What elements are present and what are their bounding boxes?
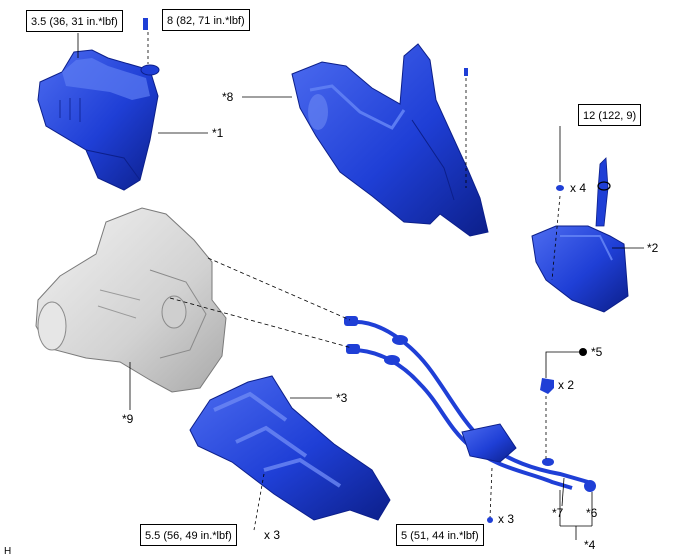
callout-1: *1 [212, 126, 224, 140]
qty-insulator-bolts: x 3 [264, 528, 281, 542]
marker-dot [579, 348, 587, 356]
shift-nut-line [551, 195, 561, 281]
callout-4: *4 [584, 538, 596, 552]
console-cover-part [291, 43, 489, 237]
callout-6: *6 [586, 506, 598, 520]
shift-lever-part [531, 157, 629, 313]
transmission-part [35, 207, 227, 393]
clamp-bolt-line [489, 467, 493, 519]
callout-8: *8 [222, 90, 234, 104]
torque-box-cable-clamp: 5 (51, 44 in.*lbf) [396, 524, 484, 546]
shift-nut [556, 185, 564, 191]
air-cleaner-part [37, 49, 159, 191]
qty-shift-nuts: x 4 [570, 181, 587, 195]
callout-7: *7 [552, 506, 564, 520]
cable-clip-part [540, 378, 554, 394]
heat-insulator-part [189, 375, 391, 521]
qty-clamp-bolts: x 3 [498, 512, 515, 526]
callout-2: *2 [647, 241, 659, 255]
figure-code: H [4, 546, 12, 557]
shift-cable-part [344, 316, 596, 492]
torque-box-heat-insulator: 5.5 (56, 49 in.*lbf) [140, 524, 237, 546]
console-screw [464, 68, 468, 76]
clamp-bolt [487, 517, 493, 523]
torque-box-air-cleaner: 3.5 (36, 31 in.*lbf) [26, 10, 123, 32]
callout-9: *9 [122, 412, 134, 426]
callout-5: *5 [591, 345, 603, 359]
qty-clips: x 2 [558, 378, 575, 392]
torque-box-top-bolt: 8 (82, 71 in.*lbf) [162, 9, 250, 31]
top-bolt-part [140, 18, 160, 76]
torque-box-shift-lever: 12 (122, 9) [578, 104, 642, 126]
callout-3: *3 [336, 391, 348, 405]
